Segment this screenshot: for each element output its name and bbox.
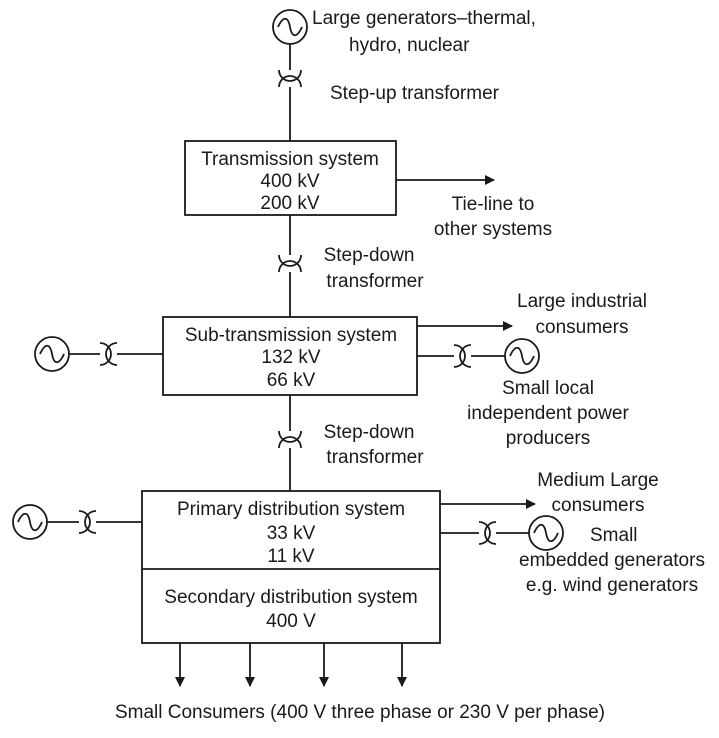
stepdown-1-label-line2: transformer: [326, 271, 424, 292]
stepup-transformer-icon: [278, 69, 302, 88]
large-industrial-label-line1: Large industrial: [517, 291, 647, 312]
right-transformer-primary-icon: [478, 521, 497, 545]
left-generator-primary-icon: [12, 504, 48, 540]
stepdown-2-label-line2: transformer: [326, 447, 424, 468]
embedded-label-line3: e.g. wind generators: [526, 575, 698, 596]
transmission-system-box: [184, 140, 397, 216]
left-generator-sub-icon: [34, 336, 70, 372]
embedded-label-line1: Small: [590, 525, 638, 546]
medium-large-label-line1: Medium Large: [537, 470, 658, 491]
secondary-title: Secondary distribution system: [164, 587, 417, 608]
stepup-transformer-label: Step-up transformer: [330, 83, 500, 104]
transmission-voltage-400kv: 400 kV: [260, 171, 319, 192]
small-local-label-line3: producers: [506, 428, 591, 449]
primary-title: Primary distribution system: [177, 499, 405, 520]
left-transformer-primary-icon: [78, 510, 97, 534]
tie-line-label-line2: other systems: [434, 219, 552, 240]
right-transformer-sub-icon: [453, 344, 472, 368]
distribution-system-box: [141, 490, 441, 644]
sub-transmission-voltage-66kv: 66 kV: [267, 370, 316, 391]
transmission-title: Transmission system: [201, 149, 379, 170]
stepdown-1-label-line1: Step-down: [324, 245, 415, 266]
top-generator-label-line2: hydro, nuclear: [349, 35, 470, 56]
top-generator-label-line1: Large generators–thermal,: [312, 8, 536, 29]
primary-voltage-33kv: 33 kV: [267, 523, 316, 544]
stepdown-transformer-2-icon: [278, 430, 302, 449]
small-local-label-line2: independent power: [467, 403, 629, 424]
medium-large-label-line2: consumers: [552, 495, 645, 516]
sub-transmission-title: Sub-transmission system: [185, 325, 397, 346]
small-consumers-label: Small Consumers (400 V three phase or 23…: [115, 702, 605, 723]
transmission-voltage-200kv: 200 kV: [260, 193, 319, 214]
top-generator-icon: [272, 9, 308, 45]
small-local-label-line1: Small local: [502, 378, 594, 399]
embedded-label-line2: embedded generators: [519, 550, 705, 571]
large-industrial-label-line2: consumers: [536, 317, 629, 338]
stepdown-transformer-1-icon: [278, 254, 302, 273]
secondary-voltage-400v: 400 V: [266, 611, 316, 632]
right-generator-primary-icon: [528, 515, 564, 551]
sub-transmission-system-box: [162, 316, 418, 396]
primary-voltage-11kv: 11 kV: [267, 546, 315, 567]
right-generator-sub-icon: [504, 338, 540, 374]
tie-line-label-line1: Tie-line to: [452, 194, 535, 215]
stepdown-2-label-line1: Step-down: [324, 422, 415, 443]
sub-transmission-voltage-132kv: 132 kV: [261, 347, 320, 368]
left-transformer-sub-icon: [99, 342, 118, 366]
